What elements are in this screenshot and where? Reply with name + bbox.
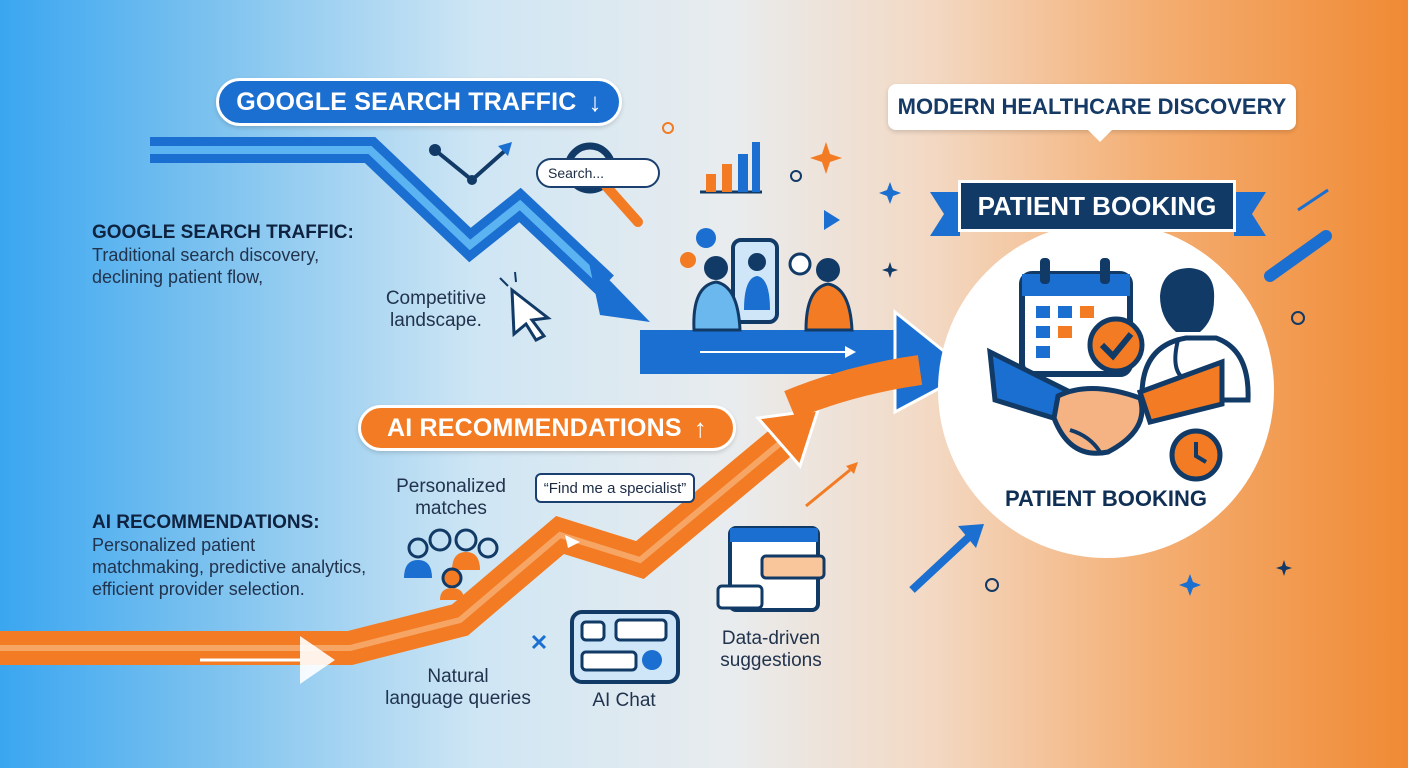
natural-language-label: Natural language queries xyxy=(378,666,538,710)
google-heading: GOOGLE SEARCH TRAFFIC: xyxy=(92,222,354,243)
competitive-label: Competitive landscape. xyxy=(376,288,496,332)
data-driven-line-2: suggestions xyxy=(720,650,822,671)
sparkle-icon xyxy=(531,122,1305,650)
personalized-line-1: Personalized xyxy=(396,476,506,497)
natural-line-1: Natural xyxy=(427,666,489,687)
people-phone-icon xyxy=(680,228,854,332)
google-line-1: Traditional search discovery, xyxy=(92,245,320,265)
personalized-line-2: matches xyxy=(415,498,487,519)
google-description: GOOGLE SEARCH TRAFFIC: Traditional searc… xyxy=(92,222,392,288)
google-line-2: declining patient flow, xyxy=(92,267,264,287)
modern-discovery-bubble: MODERN HEALTHCARE DISCOVERY xyxy=(888,84,1296,142)
ai-description: AI RECOMMENDATIONS: Personalized patient… xyxy=(92,512,412,600)
google-pill-label: GOOGLE SEARCH TRAFFIC xyxy=(236,87,577,116)
patient-booking-ribbon: PATIENT BOOKING xyxy=(958,180,1236,232)
ai-pill-label: AI RECOMMENDATIONS xyxy=(386,413,682,442)
ai-heading: AI RECOMMENDATIONS: xyxy=(92,512,320,533)
ribbon-end-right xyxy=(1234,192,1266,236)
clock-icon xyxy=(1169,428,1223,482)
ai-line-1: Personalized patient xyxy=(92,535,256,555)
data-driven-line-1: Data-driven xyxy=(721,628,821,649)
group-icon xyxy=(404,528,499,600)
personalized-label: Personalized matches xyxy=(386,476,516,520)
accent-arrows xyxy=(805,188,1332,593)
ai-chat-label: AI Chat xyxy=(592,690,656,711)
data-driven-label: Data-driven suggestions xyxy=(706,628,836,672)
ribbon-end-left xyxy=(930,192,960,236)
trend-line-icon xyxy=(429,142,512,185)
ai-line-3: efficient provider selection. xyxy=(92,579,305,599)
search-placeholder: Search... xyxy=(548,165,605,181)
checkmark-icon xyxy=(1087,316,1145,374)
specialist-speech-bubble: “Find me a specialist” xyxy=(535,473,695,503)
robot-chat-icon xyxy=(570,610,680,684)
competitive-line-1: Competitive xyxy=(385,288,487,309)
google-traffic-arrow xyxy=(150,137,973,415)
handshake-icon xyxy=(987,347,1225,456)
up-arrow-icon: ↑ xyxy=(693,412,707,443)
natural-line-2: language queries xyxy=(385,688,531,709)
ai-line-2: matchmaking, predictive analytics, xyxy=(92,557,367,577)
google-traffic-pill: GOOGLE SEARCH TRAFFIC ↓ xyxy=(216,78,622,126)
cursor-icon xyxy=(499,271,552,342)
booking-caption: PATIENT BOOKING xyxy=(1004,486,1208,511)
chat-window-icon xyxy=(716,526,826,612)
bar-chart-icon xyxy=(700,142,762,194)
down-arrow-icon: ↓ xyxy=(588,86,602,117)
search-input[interactable]: Search... xyxy=(536,158,660,188)
competitive-line-2: landscape. xyxy=(390,310,482,331)
ai-recommendations-pill: AI RECOMMENDATIONS ↑ xyxy=(358,405,736,451)
ai-traffic-arrow xyxy=(0,355,923,684)
